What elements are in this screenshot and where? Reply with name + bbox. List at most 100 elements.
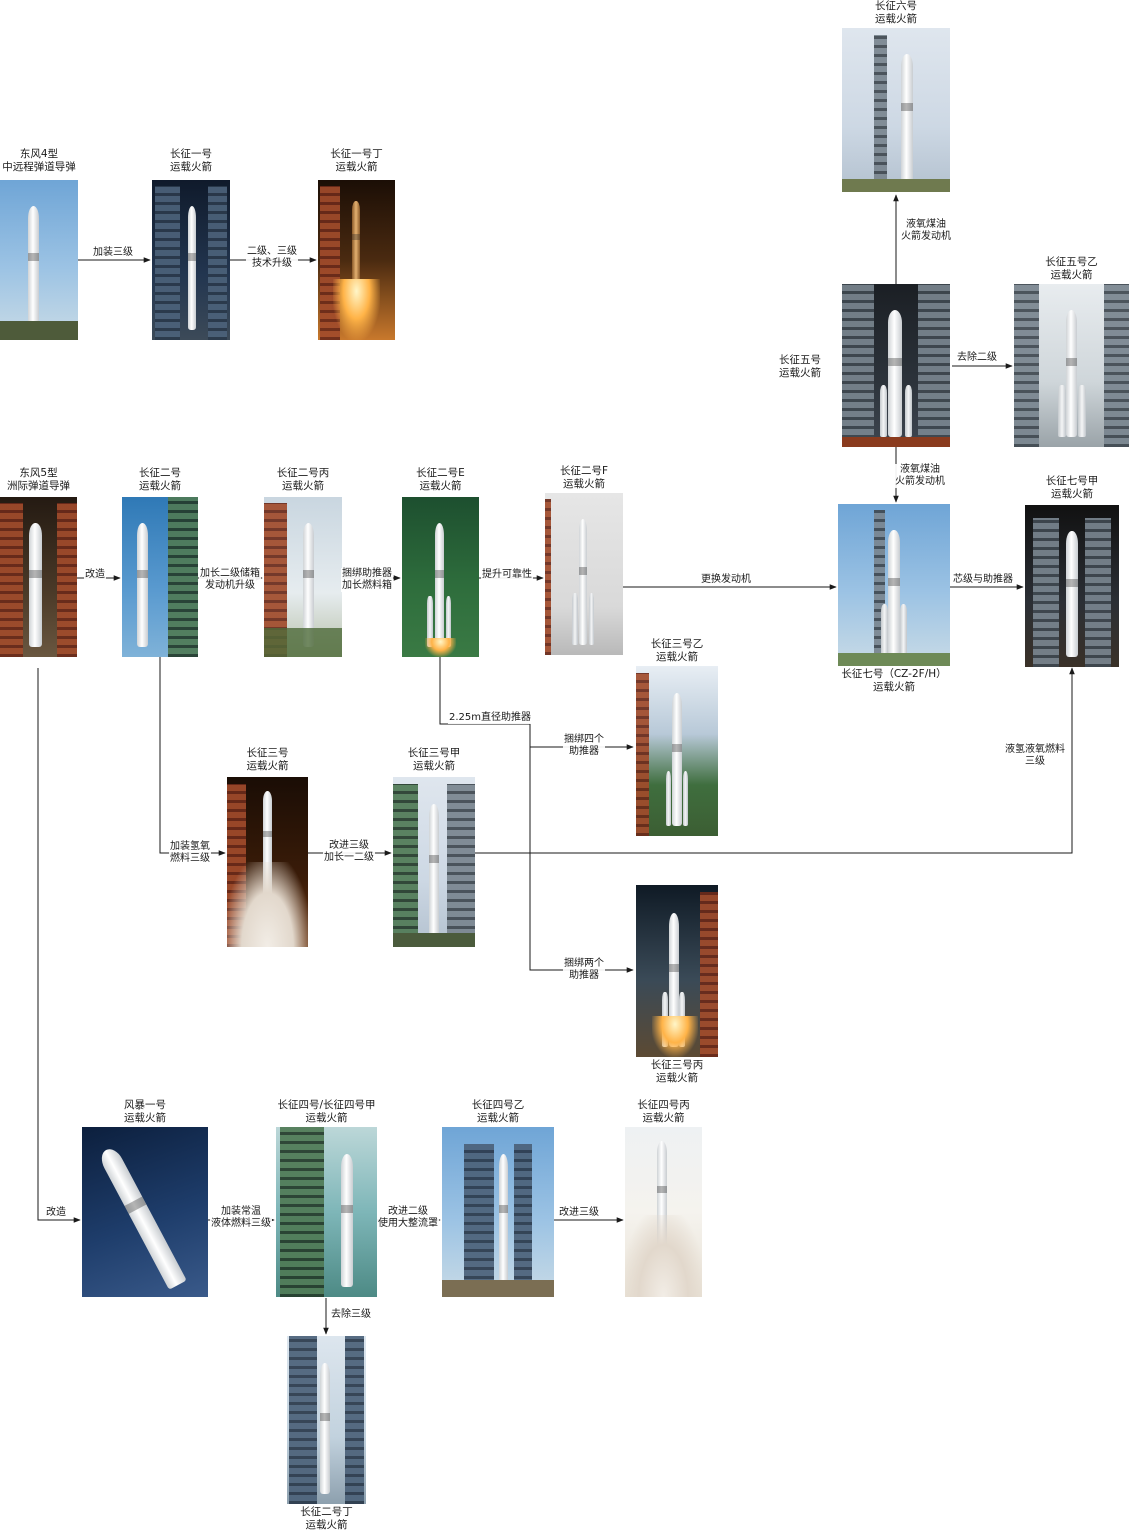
node-label-line: 长征二号丙 <box>276 467 330 479</box>
edge-label-line: 去除三级 <box>331 1309 371 1320</box>
node-label: 长征二号E 运载火箭 <box>382 467 499 493</box>
node-cz3c: 长征三号丙 运载火箭 <box>636 885 718 1084</box>
edge-label-cz3a-cz7a: 液氢液氧燃料 三级 <box>1004 744 1066 768</box>
node-cz7a: 长征七号甲 运载火箭 <box>1025 475 1119 667</box>
edge-label-line: 捆绑四个 <box>564 734 604 745</box>
edge-label-line: 改进三级 <box>559 1207 599 1218</box>
edge-label-line: 加装常温 <box>221 1206 261 1217</box>
node-label: 长征四号丙 运载火箭 <box>605 1099 722 1125</box>
rocket-photo <box>1014 284 1129 447</box>
edge-label-line: 液氧煤油 <box>906 219 946 230</box>
node-label-line: 运载火箭 <box>1051 488 1093 500</box>
rocket-photo <box>276 1127 377 1297</box>
edge-label-line: 技术升级 <box>252 258 292 269</box>
edge-label-line: 液氢液氧燃料 <box>1005 744 1065 755</box>
node-label: 长征二号丙 运载火箭 <box>244 467 362 493</box>
node-label-line: 运载火箭 <box>282 480 324 492</box>
arrow-cz3a-cz7a <box>475 667 1075 854</box>
node-cz4: 长征四号/长征四号甲 运载火箭 <box>276 1099 377 1297</box>
edge-label-cz7-cz7a: 芯级与助推器 <box>952 574 1014 586</box>
edge-label-line: 芯级与助推器 <box>953 574 1013 585</box>
node-label: 长征五号乙 运载火箭 <box>994 256 1129 282</box>
edge-label-cz5-cz7: 液氧煤油 火箭发动机 <box>894 464 946 488</box>
edge-label-cz3c: 捆绑两个 助推器 <box>563 958 605 982</box>
node-cz2e: 长征二号E 运载火箭 <box>402 467 479 657</box>
node-label: 长征四号乙 运载火箭 <box>422 1099 574 1125</box>
node-label-line: 长征三号乙 <box>650 638 704 650</box>
edge-label-line: 三级 <box>1025 756 1045 767</box>
edge-label-line: 加长一二级 <box>324 852 374 863</box>
edge-label-df5-cz2: 改造 <box>84 569 106 581</box>
edge-label-fb1-cz4: 加装常温 液体燃料三级 <box>210 1206 272 1230</box>
node-cz5: 长征五号 运载火箭 <box>779 284 950 447</box>
edge-label-cz2-cz3: 加装氢氧 燃料三级 <box>169 841 211 865</box>
node-label: 长征二号丁 运载火箭 <box>267 1506 386 1532</box>
node-df5: 东风5型 洲际弹道导弹 <box>0 467 77 657</box>
rocket-photo <box>842 284 950 447</box>
node-cz4b: 长征四号乙 运载火箭 <box>442 1099 554 1297</box>
edge-label-df5-fb1: 改造 <box>45 1207 67 1219</box>
edge-label-cz1-cz1d: 二级、三级 技术升级 <box>246 246 298 270</box>
edge-label-line: 助推器 <box>569 746 599 757</box>
node-label-line: 运载火箭 <box>656 651 698 663</box>
edge-label-line: 火箭发动机 <box>895 476 945 487</box>
node-label-line: 长征三号 <box>246 747 289 759</box>
node-label-line: 运载火箭 <box>656 1072 698 1084</box>
node-label-line: 运载火箭 <box>642 1112 685 1124</box>
edge-label-line: 加长燃料箱 <box>342 580 392 591</box>
node-label: 长征六号 运载火箭 <box>822 0 970 26</box>
node-label: 东风4型 中远程弹道导弹 <box>0 148 98 174</box>
node-label-line: 运载火箭 <box>873 681 915 693</box>
node-label: 长征二号 运载火箭 <box>102 467 218 493</box>
edge-label-line: 液氧煤油 <box>900 464 940 475</box>
node-cz2c: 长征二号丙 运载火箭 <box>264 467 342 657</box>
edge-label-line: 改进二级 <box>388 1206 428 1217</box>
node-df4: 东风4型 中远程弹道导弹 <box>0 148 78 340</box>
node-label: 长征一号丁 运载火箭 <box>298 148 415 174</box>
node-cz3: 长征三号 运载火箭 <box>227 747 308 947</box>
rocket-photo <box>636 885 718 1057</box>
node-label: 长征三号 运载火箭 <box>207 747 328 773</box>
edge-label-line: 二级、三级 <box>247 246 297 257</box>
node-label: 长征七号（CZ-2F/H） 运载火箭 <box>818 668 970 694</box>
edge-label-line: 加长二级储箱 <box>200 568 260 579</box>
node-cz3a: 长征三号甲 运载火箭 <box>393 747 475 947</box>
arrow-cz2e-cz3c <box>529 747 634 973</box>
node-label-line: 运载火箭 <box>779 367 821 379</box>
rocket-photo <box>122 497 198 657</box>
edge-label-line: 改进三级 <box>329 840 369 851</box>
rocket-photo <box>318 180 395 340</box>
edge-label-cz5-cz6: 液氧煤油 火箭发动机 <box>900 219 952 243</box>
rocket-photo <box>152 180 230 340</box>
node-cz1: 长征一号 运载火箭 <box>152 148 230 340</box>
node-cz3b: 长征三号乙 运载火箭 <box>636 638 718 836</box>
edge-label-cz5-cz5b: 去除二级 <box>956 352 998 364</box>
node-label-line: 中远程弹道导弹 <box>2 161 76 173</box>
node-label-line: 东风5型 <box>19 467 58 479</box>
node-label-line: 运载火箭 <box>246 760 289 772</box>
node-label-line: 运载火箭 <box>477 1112 519 1124</box>
rocket-photo <box>625 1127 702 1297</box>
edge-label-line: 加装氢氧 <box>170 841 210 852</box>
rocket-photo <box>0 180 78 340</box>
edge-label-line: 改造 <box>85 569 105 580</box>
rocket-photo <box>82 1127 208 1297</box>
edge-label-cz2c-cz2e: 捆绑助推器 加长燃料箱 <box>341 568 393 592</box>
edge-label-cz4-cz2d: 去除三级 <box>330 1309 372 1321</box>
edge-label-line: 去除二级 <box>957 352 997 363</box>
node-label-line: 长征七号（CZ-2F/H） <box>841 668 947 680</box>
node-label-line: 运载火箭 <box>305 1112 348 1124</box>
edge-label-line: 火箭发动机 <box>901 231 951 242</box>
node-fb1: 风暴一号 运载火箭 <box>82 1099 208 1297</box>
node-label: 长征一号 运载火箭 <box>132 148 250 174</box>
node-label: 长征五号 运载火箭 <box>770 354 830 380</box>
node-label-line: 运载火箭 <box>413 760 455 772</box>
edge-label-line: 改造 <box>46 1207 66 1218</box>
node-label-line: 洲际弹道导弹 <box>7 480 70 492</box>
node-label-line: 运载火箭 <box>335 161 378 173</box>
rocket-photo <box>1025 505 1119 667</box>
node-label: 东风5型 洲际弹道导弹 <box>0 467 97 493</box>
edge-label-line: 液体燃料三级 <box>211 1218 271 1229</box>
edge-label-line: 2.25m直径助推器 <box>449 712 532 723</box>
